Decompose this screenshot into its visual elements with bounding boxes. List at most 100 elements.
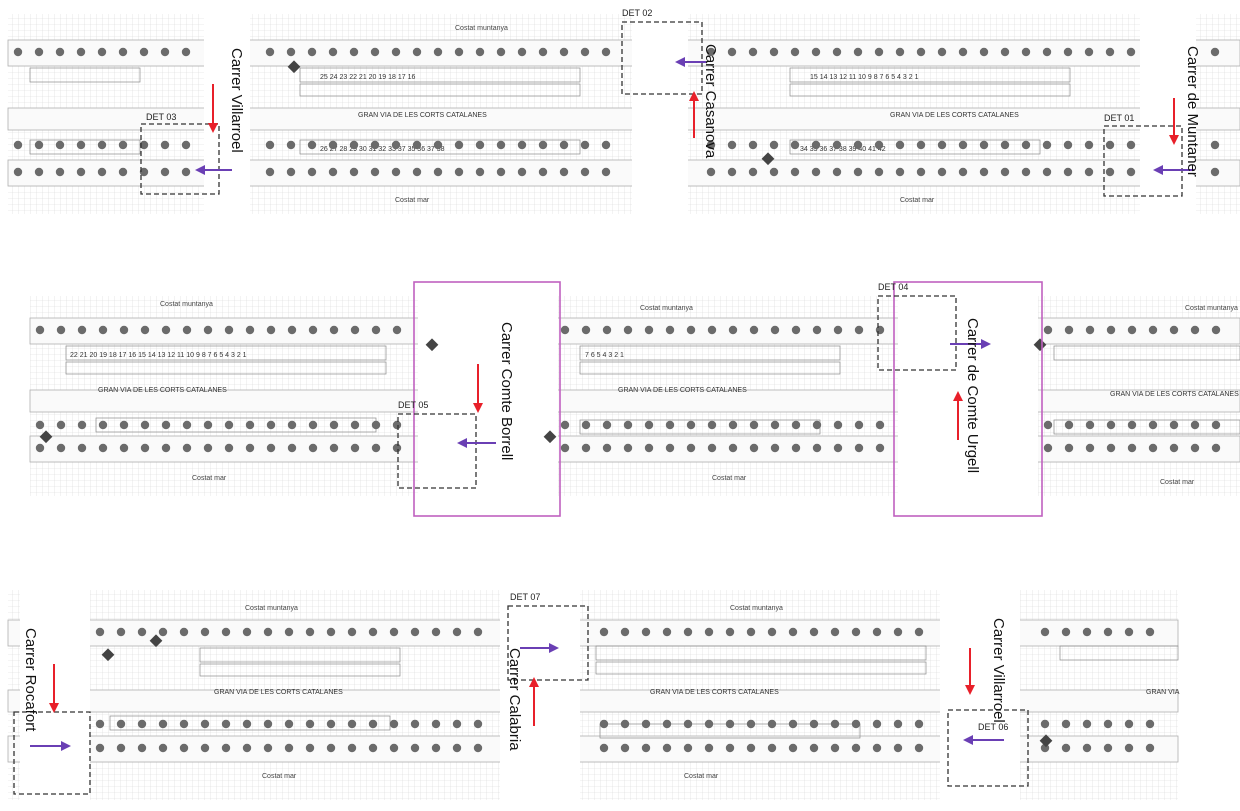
row-1-lower-lane (7, 159, 1240, 187)
tree-dot (895, 140, 905, 150)
tree-dot (158, 743, 168, 753)
tree-dot (1043, 325, 1053, 335)
tree-dot (1106, 443, 1116, 453)
tree-dot (875, 325, 885, 335)
tree-dot (790, 167, 800, 177)
row-2-num-b: 7 6 5 4 3 2 1 (585, 352, 624, 359)
tree-dot (601, 47, 611, 57)
tree-dot (116, 743, 126, 753)
tree-dot (851, 627, 861, 637)
tree-dot (97, 47, 107, 57)
tree-dot (328, 140, 338, 150)
tree-dot (580, 167, 590, 177)
tree-dot (1124, 719, 1134, 729)
tree-dot (286, 167, 296, 177)
tree-dot (727, 140, 737, 150)
row-2-detail-label-2: DET 04 (878, 282, 908, 292)
row-1-detail-box-3 (1103, 125, 1183, 197)
tree-dot (1021, 167, 1031, 177)
tree-dot (599, 743, 609, 753)
tree-dot (1043, 420, 1053, 430)
tree-dot (326, 719, 336, 729)
tree-dot (287, 325, 297, 335)
tree-dot (1082, 719, 1092, 729)
tree-dot (1064, 420, 1074, 430)
tree-dot (538, 140, 548, 150)
tree-dot (116, 719, 126, 729)
tree-dot (704, 743, 714, 753)
tree-dot (370, 47, 380, 57)
tree-dot (224, 420, 234, 430)
tree-dot (307, 140, 317, 150)
tree-dot (160, 47, 170, 57)
tree-dot (119, 443, 129, 453)
tree-dot (748, 167, 758, 177)
row-2-tree-dots (35, 325, 1221, 453)
tree-dot (266, 420, 276, 430)
tree-dot (349, 140, 359, 150)
tree-dot (368, 743, 378, 753)
tree-dot (872, 719, 882, 729)
tree-dot (914, 743, 924, 753)
row-2-detail-label-1: DET 05 (398, 400, 428, 410)
tree-dot (433, 140, 443, 150)
tree-dot (284, 627, 294, 637)
tree-dot (13, 47, 23, 57)
tree-dot (305, 719, 315, 729)
tree-dot (347, 627, 357, 637)
row-2-highlight-box-1 (413, 281, 561, 517)
tree-dot (1042, 47, 1052, 57)
tree-dot (307, 167, 317, 177)
tree-dot (727, 167, 737, 177)
row-1-cross-street-1 (204, 14, 250, 214)
tree-dot (581, 325, 591, 335)
tree-dot (1169, 420, 1179, 430)
tree-dot (749, 443, 759, 453)
row-3-diamond-2 (149, 634, 163, 648)
tree-dot (1021, 140, 1031, 150)
tree-dot (97, 140, 107, 150)
tree-dot (245, 325, 255, 335)
tree-dot (181, 47, 191, 57)
tree-dot (329, 420, 339, 430)
tree-dot (140, 443, 150, 453)
tree-dot (118, 167, 128, 177)
tree-dot (602, 325, 612, 335)
tree-dot (1103, 719, 1113, 729)
row-3-avenue-label-3: GRAN VIA (1146, 689, 1180, 696)
tree-dot (496, 140, 506, 150)
tree-dot (851, 743, 861, 753)
tree-dot (1190, 325, 1200, 335)
tree-dot (707, 420, 717, 430)
tree-dot (371, 443, 381, 453)
tree-dot (95, 627, 105, 637)
row-3-detail-box-3 (13, 711, 91, 795)
row-2-side-bottom-2: Costat mar (712, 475, 747, 482)
tree-dot (139, 140, 149, 150)
tree-dot (56, 325, 66, 335)
tree-dot (1061, 743, 1071, 753)
tree-dot (139, 167, 149, 177)
tree-dot (266, 443, 276, 453)
tree-dot (221, 627, 231, 637)
tree-dot (391, 47, 401, 57)
tree-dot (1126, 47, 1136, 57)
tree-dot (35, 443, 45, 453)
tree-dot (181, 167, 191, 177)
tree-dot (1000, 140, 1010, 150)
tree-dot (203, 325, 213, 335)
tree-dot (662, 719, 672, 729)
tree-dot (958, 140, 968, 150)
tree-dot (746, 719, 756, 729)
tree-dot (979, 140, 989, 150)
row-3-middle-lane (7, 689, 1179, 713)
tree-dot (1124, 743, 1134, 753)
tree-dot (1103, 743, 1113, 753)
tree-dot (287, 443, 297, 453)
tree-dot (454, 167, 464, 177)
tree-dot (34, 47, 44, 57)
tree-dot (728, 420, 738, 430)
tree-dot (265, 47, 275, 57)
tree-dot (200, 627, 210, 637)
row-2-side-bottom: Costat mar (192, 475, 227, 482)
